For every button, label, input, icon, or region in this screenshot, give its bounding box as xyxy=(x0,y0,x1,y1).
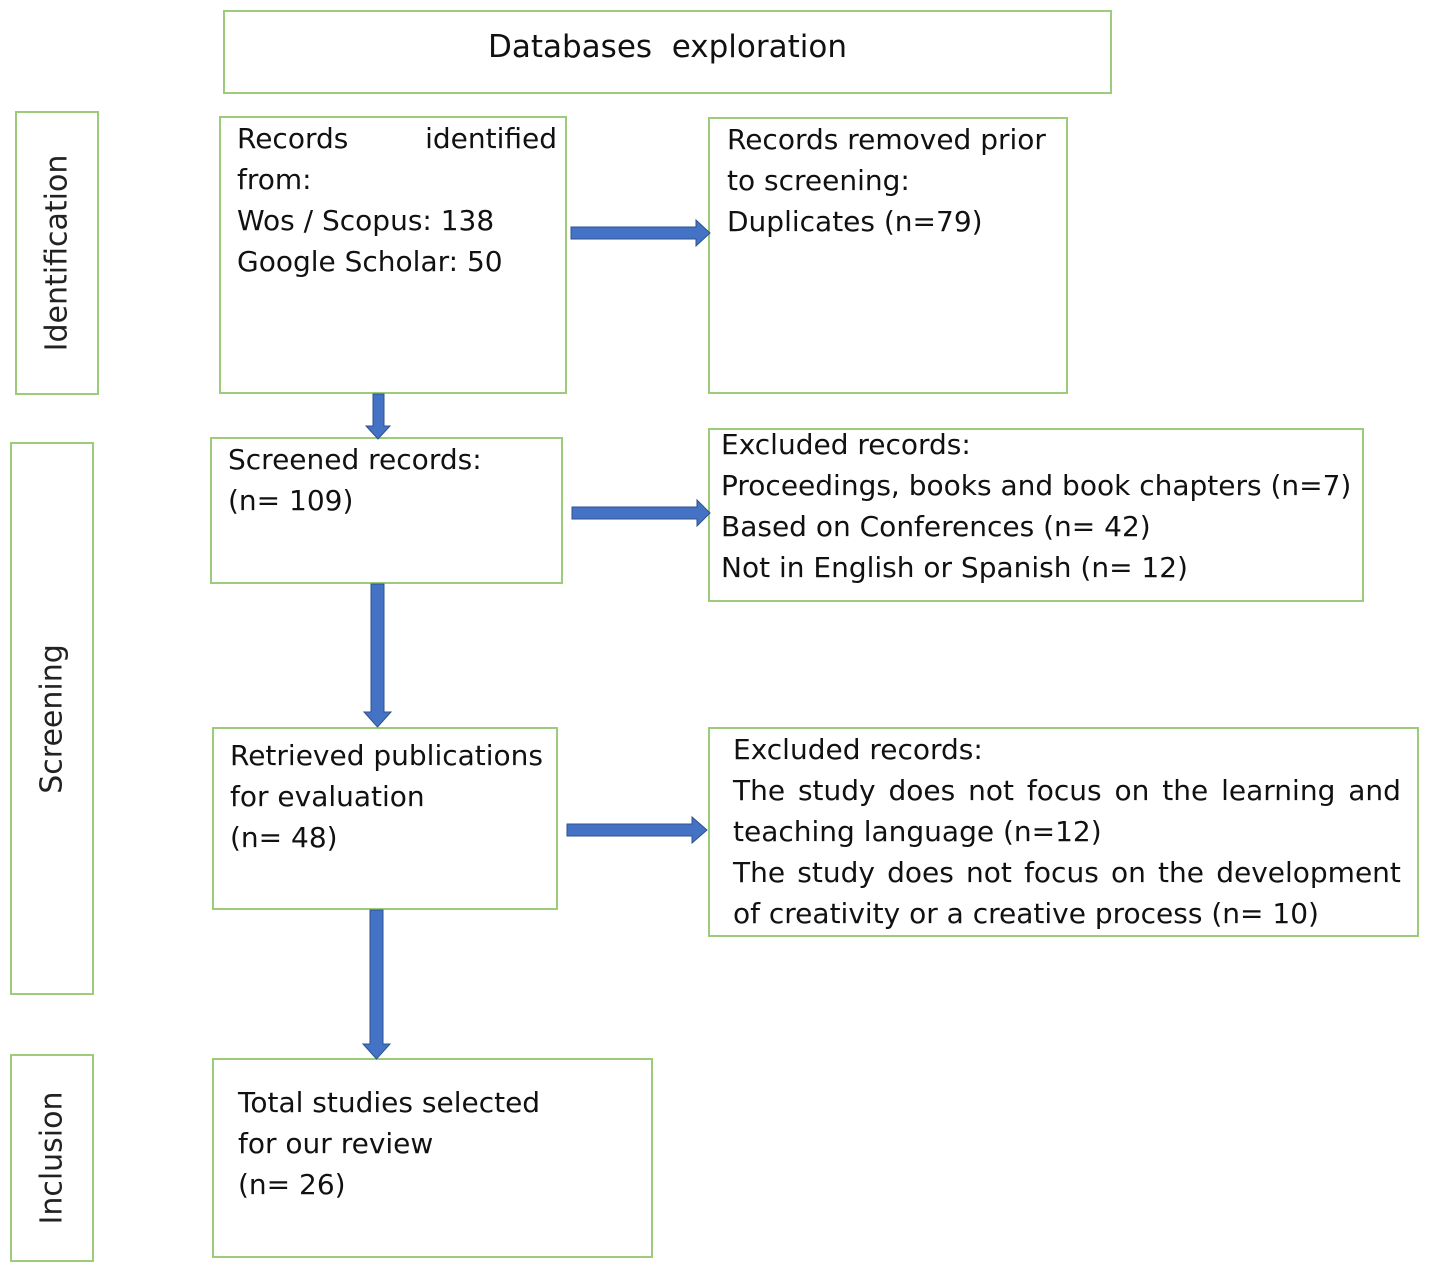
excluded-records-2-line4: The study does not focus on the developm… xyxy=(733,852,1401,893)
records-identified-line2: from: xyxy=(237,163,312,196)
word: not xyxy=(968,774,1014,807)
total-studies-box: Total studies selected for our review (n… xyxy=(212,1058,653,1258)
records-identified-box: Records identified from: Wos / Scopus: 1… xyxy=(219,116,567,394)
word: on xyxy=(1110,856,1146,889)
databases-exploration-label: Databases exploration xyxy=(487,29,848,65)
arrow-retrieved-to-excluded-2 xyxy=(566,815,708,845)
records-identified-wos-scopus: Wos / Scopus: 138 xyxy=(237,204,495,237)
records-removed-box: Records removed prior to screening: Dupl… xyxy=(708,117,1068,394)
word: learning xyxy=(1221,774,1336,807)
excluded-records-2-line2: The study does not focus on the learning… xyxy=(733,770,1401,811)
word: focus xyxy=(1024,856,1099,889)
excluded-records-1-language: Not in English or Spanish (n= 12) xyxy=(721,551,1188,584)
excluded-records-2-line5: of creativity or a creative process (n= … xyxy=(733,897,1319,930)
records-removed-line2: to screening: xyxy=(727,164,910,197)
retrieved-publications-box: Retrieved publications for evaluation (n… xyxy=(212,727,558,910)
screened-records-count: (n= 109) xyxy=(228,484,354,517)
total-studies-count: (n= 26) xyxy=(238,1168,346,1201)
arrow-identified-to-removed xyxy=(570,218,711,248)
word: the xyxy=(1162,774,1209,807)
excluded-records-box-1: Excluded records: Proceedings, books and… xyxy=(708,428,1364,602)
word: does xyxy=(887,856,954,889)
word: The xyxy=(733,774,786,807)
records-identified-google-scholar: Google Scholar: 50 xyxy=(237,245,503,278)
phase-inclusion: Inclusion xyxy=(10,1054,94,1262)
screened-records-box: Screened records: (n= 109) xyxy=(210,437,563,584)
excluded-records-1-heading: Excluded records: xyxy=(721,428,971,461)
databases-exploration-box: Databases exploration xyxy=(223,10,1112,94)
phase-identification: Identification xyxy=(15,111,99,395)
word: on xyxy=(1114,774,1150,807)
word: study xyxy=(797,856,875,889)
records-removed-line1: Records removed prior xyxy=(727,123,1046,156)
total-studies-line2: for our review xyxy=(238,1127,434,1160)
phase-screening: Screening xyxy=(10,442,94,995)
retrieved-publications-line1: Retrieved publications xyxy=(230,739,544,772)
excluded-records-1-conferences: Based on Conferences (n= 42) xyxy=(721,510,1151,543)
word: the xyxy=(1158,856,1204,889)
records-removed-duplicates: Duplicates (n=79) xyxy=(727,205,983,238)
arrow-screened-to-retrieved xyxy=(362,583,393,728)
word: not xyxy=(966,856,1012,889)
arrow-identified-to-screened xyxy=(364,393,392,440)
word: and xyxy=(1348,774,1401,807)
retrieved-publications-count: (n= 48) xyxy=(230,821,338,854)
arrow-retrieved-to-total xyxy=(361,909,392,1060)
records-identified-line1: Records identified xyxy=(237,118,557,159)
retrieved-publications-line2: for evaluation xyxy=(230,780,425,813)
screened-records-line1: Screened records: xyxy=(228,443,482,476)
arrow-screened-to-excluded-1 xyxy=(571,498,711,528)
records-identified-word-right: identified xyxy=(425,122,557,155)
word: focus xyxy=(1026,774,1102,807)
excluded-records-2-line3: teaching language (n=12) xyxy=(733,815,1102,848)
word: The xyxy=(733,856,786,889)
excluded-records-2-heading: Excluded records: xyxy=(733,733,983,766)
word: development xyxy=(1216,856,1401,889)
records-identified-word-left: Records xyxy=(237,122,349,155)
word: study xyxy=(797,774,876,807)
total-studies-line1: Total studies selected xyxy=(238,1086,541,1119)
excluded-records-1-proceedings: Proceedings, books and book chapters (n=… xyxy=(721,469,1352,502)
word: does xyxy=(888,774,956,807)
excluded-records-box-2: Excluded records: The study does not foc… xyxy=(708,727,1419,937)
